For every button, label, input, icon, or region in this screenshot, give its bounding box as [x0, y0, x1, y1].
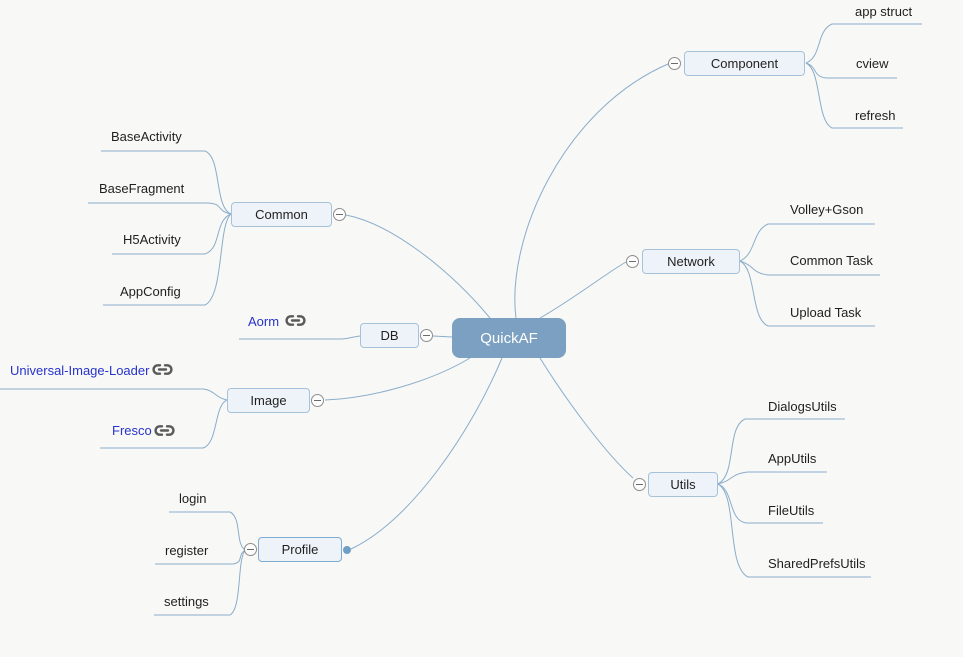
connector-component-appstruct [805, 23, 922, 64]
branch-node-common[interactable]: Common [231, 202, 332, 227]
minus-icon [247, 549, 254, 550]
branch-node-network-label: Network [667, 254, 715, 269]
collapse-button-common[interactable] [333, 208, 346, 221]
leaf-common-task[interactable]: Common Task [790, 253, 873, 268]
leaf-settings[interactable]: settings [164, 594, 209, 609]
branch-node-utils-label: Utils [670, 477, 696, 492]
branch-node-component-label: Component [710, 56, 779, 71]
leaf-volley-gson[interactable]: Volley+Gson [790, 202, 864, 217]
connector-component-refresh [805, 62, 903, 129]
connector-root-utils [539, 357, 634, 479]
leaf-baseactivity[interactable]: BaseActivity [111, 129, 182, 144]
connector-common-appconfig [103, 213, 232, 306]
root-node[interactable]: QuickAF [452, 318, 566, 358]
connector-utils-dialogsutils [717, 418, 845, 485]
minus-icon [636, 484, 643, 485]
leaf-basefragment[interactable]: BaseFragment [99, 181, 185, 196]
leaf-app-struct[interactable]: app struct [855, 4, 913, 19]
branch-node-network[interactable]: Network [642, 249, 740, 274]
collapse-button-utils[interactable] [633, 478, 646, 491]
connector-common-baseactivity [101, 150, 232, 215]
link-icon[interactable] [154, 424, 175, 437]
collapse-button-network[interactable] [626, 255, 639, 268]
connector-profile-login [169, 511, 246, 551]
leaf-aorm-link[interactable]: Aorm [248, 314, 280, 329]
connector-common-basefragment [88, 202, 232, 215]
connector-db-aorm [239, 335, 361, 340]
branch-node-common-label: Common [255, 207, 308, 222]
connector-network-uploadtask [739, 260, 875, 327]
branch-node-db[interactable]: DB [360, 323, 419, 348]
connector-root-db [432, 335, 453, 338]
connector-component-cview [805, 62, 897, 79]
branch-node-db-label: DB [380, 328, 399, 343]
minus-icon [314, 400, 321, 401]
link-icon[interactable] [152, 363, 173, 376]
collapse-button-profile[interactable] [244, 543, 257, 556]
leaf-dialogsutils[interactable]: DialogsUtils [768, 399, 837, 414]
connection-dot [343, 546, 351, 554]
connector-utils-apputils [717, 471, 827, 485]
connector-utils-sharedprefsutils [717, 483, 871, 578]
branch-node-profile[interactable]: Profile [258, 537, 342, 562]
leaf-fresco-link[interactable]: Fresco [112, 423, 152, 438]
minus-icon [423, 335, 430, 336]
link-icon[interactable] [285, 314, 306, 327]
leaf-h5activity[interactable]: H5Activity [123, 232, 181, 247]
leaf-refresh[interactable]: refresh [855, 108, 896, 123]
connector-root-profile [350, 357, 503, 550]
connector-network-commontask [739, 260, 880, 276]
leaf-login[interactable]: login [179, 491, 207, 506]
leaf-cview[interactable]: cview [856, 56, 889, 71]
leaf-register[interactable]: register [165, 543, 209, 558]
connector-profile-settings [154, 549, 246, 616]
connector-image-fresco [100, 399, 228, 449]
collapse-button-component[interactable] [668, 57, 681, 70]
root-node-label: QuickAF [480, 329, 538, 347]
connector-root-common [345, 214, 491, 319]
connector-root-network [539, 261, 627, 319]
connector-network-volleygson [739, 223, 875, 262]
minus-icon [671, 63, 678, 64]
leaf-upload-task[interactable]: Upload Task [790, 305, 862, 320]
branch-node-image[interactable]: Image [227, 388, 310, 413]
leaf-appconfig[interactable]: AppConfig [120, 284, 181, 299]
leaf-fileutils[interactable]: FileUtils [768, 503, 815, 518]
minus-icon [336, 214, 343, 215]
branch-node-component[interactable]: Component [684, 51, 805, 76]
leaf-sharedprefsutils[interactable]: SharedPrefsUtils [768, 556, 866, 571]
connector-root-component [514, 63, 669, 319]
branch-node-profile-label: Profile [281, 542, 319, 557]
collapse-button-db[interactable] [420, 329, 433, 342]
connector-utils-fileutils [717, 483, 823, 524]
leaf-universal-image-loader-link[interactable]: Universal-Image-Loader [10, 363, 150, 378]
connector-common-h5activity [112, 213, 232, 255]
collapse-button-image[interactable] [311, 394, 324, 407]
connector-profile-register [155, 549, 246, 565]
branch-node-utils[interactable]: Utils [648, 472, 718, 497]
connector-image-uil [0, 388, 228, 401]
minus-icon [629, 261, 636, 262]
connector-root-image [324, 357, 471, 401]
leaf-apputils[interactable]: AppUtils [768, 451, 817, 466]
branch-node-image-label: Image [250, 393, 287, 408]
